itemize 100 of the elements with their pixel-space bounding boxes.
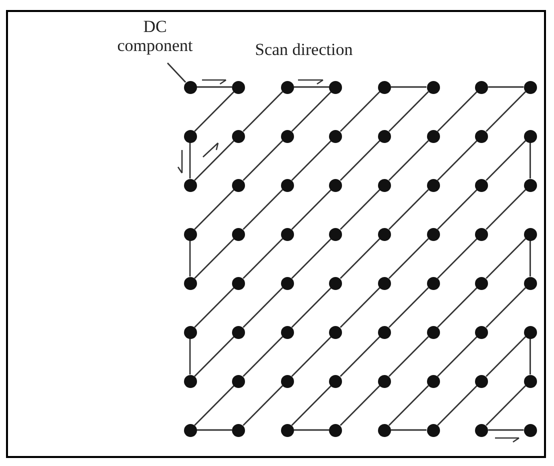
scan-line (291, 336, 332, 377)
scan-line (488, 86, 524, 88)
scan-line (189, 142, 191, 178)
grid-dot (426, 178, 440, 192)
grid-dot (184, 424, 196, 436)
grid-dot (232, 424, 246, 436)
grid-dot (426, 276, 440, 290)
grid-dot (475, 228, 488, 240)
scan-line (291, 287, 332, 328)
callout-text: DC component (110, 17, 200, 55)
scan-line (242, 287, 284, 328)
scan-line (388, 238, 429, 279)
scan-line (196, 429, 232, 431)
leader-line (166, 62, 186, 83)
scan-line (437, 91, 478, 132)
scan-line (194, 238, 235, 279)
grid-dot (426, 228, 440, 240)
grid-dot (524, 326, 537, 338)
scan-line (486, 91, 526, 132)
scan-line (390, 429, 426, 431)
grid-dot (329, 130, 342, 142)
grid-dot (232, 130, 246, 142)
grid-dot (378, 80, 391, 94)
scan-line (486, 238, 526, 279)
scan-line (291, 238, 332, 279)
scan-line (194, 336, 235, 377)
grid-dot (329, 424, 342, 436)
grid-dot (184, 276, 196, 290)
grid-dot (378, 326, 391, 338)
scan-line (388, 91, 429, 132)
grid-dot (232, 228, 246, 240)
scan-line (530, 338, 531, 374)
scan-line (437, 385, 478, 426)
grid-dot (475, 424, 488, 436)
grid-dot (426, 424, 440, 436)
grid-dot (426, 326, 440, 338)
grid-dot (378, 276, 391, 290)
grid-dot (232, 326, 246, 338)
grid-dot (232, 276, 246, 290)
grid-dot (232, 374, 246, 388)
scan-line (437, 336, 478, 377)
scan-line (488, 429, 524, 431)
grid-dot (329, 228, 342, 240)
grid-dot (426, 80, 440, 94)
scan-line (388, 189, 429, 230)
grid-dot (475, 326, 488, 338)
scan-line (242, 140, 284, 181)
grid-dot (475, 80, 488, 94)
scan-line (242, 189, 284, 230)
scan-line (294, 429, 330, 431)
grid-dot (524, 130, 537, 142)
grid-dot (232, 178, 246, 192)
grid-dot (329, 374, 342, 388)
scan-line (291, 385, 332, 426)
scan-line (340, 91, 380, 132)
scan-line (437, 189, 478, 230)
scan-line (486, 189, 526, 230)
scan-line (291, 91, 332, 132)
scan-line (486, 336, 526, 377)
scan-line (340, 189, 380, 230)
grid-dot (280, 228, 294, 240)
grid-dot (280, 276, 294, 290)
grid-dot (475, 276, 488, 290)
grid-dot (280, 130, 294, 142)
scan-line (340, 336, 380, 377)
grid-dot (184, 178, 196, 192)
grid-dot (378, 130, 391, 142)
scan-line (390, 86, 426, 88)
scan-line (437, 238, 478, 279)
scan-line (388, 287, 429, 328)
grid-dot (378, 178, 391, 192)
grid-dot (184, 130, 196, 142)
grid-dot (378, 228, 391, 240)
scan-line (340, 287, 380, 328)
grid-dot (184, 228, 196, 240)
grid-dot (329, 178, 342, 192)
scan-line (242, 91, 284, 132)
scan-line (194, 140, 235, 181)
grid-dot (280, 178, 294, 192)
scan-line (194, 385, 235, 426)
scan-line (189, 240, 191, 276)
grid-dot (475, 178, 488, 192)
scan-line (242, 385, 284, 426)
scan-line (486, 140, 526, 181)
grid-dot (475, 130, 488, 142)
scan-line (388, 140, 429, 181)
scan-line (291, 140, 332, 181)
scan-line (486, 287, 526, 328)
grid-dot (378, 424, 391, 436)
scan-line (388, 385, 429, 426)
caption-label: Scan direction (255, 40, 353, 59)
scan-line (437, 140, 478, 181)
grid-dot (475, 374, 488, 388)
scan-line (486, 385, 526, 426)
grid-dot (524, 276, 537, 290)
grid-dot (426, 130, 440, 142)
grid-dot (524, 374, 537, 388)
grid-dot (280, 374, 294, 388)
scan-line (388, 336, 429, 377)
scan-line (437, 287, 478, 328)
